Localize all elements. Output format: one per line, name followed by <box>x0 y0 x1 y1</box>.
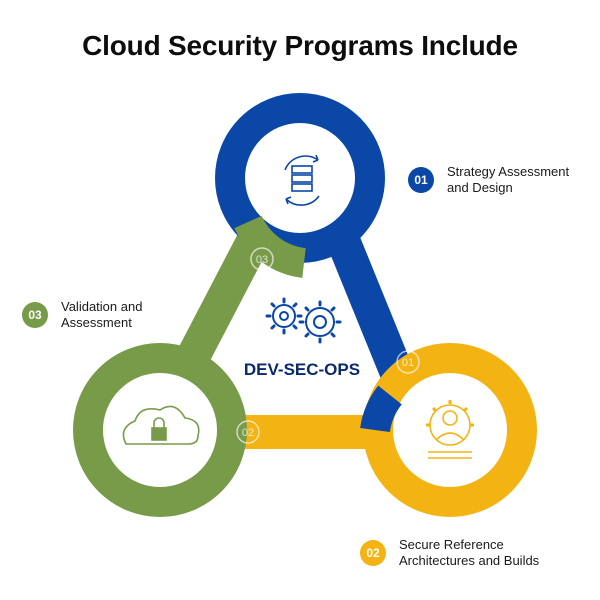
green-overlap <box>234 215 307 278</box>
callout-badge: 01 <box>408 167 434 193</box>
blue-overlap <box>360 385 403 433</box>
center-label: DEV-SEC-OPS <box>244 360 360 379</box>
page-title: Cloud Security Programs Include <box>82 30 518 61</box>
gears-icon <box>265 297 342 344</box>
svg-text:03: 03 <box>256 254 268 266</box>
callout-badge: 03 <box>22 302 48 328</box>
segment-number-03: 03 <box>250 247 274 271</box>
segment-number-02: 02 <box>236 420 260 444</box>
svg-text:01: 01 <box>402 357 414 369</box>
server-sync-icon <box>284 154 320 206</box>
callout-badge: 02 <box>360 540 386 566</box>
node-ring-02 <box>363 343 537 517</box>
gear-person-icon <box>426 400 474 459</box>
cloud-lock-icon <box>122 405 200 445</box>
svg-text:02: 02 <box>242 427 254 439</box>
segment-number-01: 01 <box>396 350 420 374</box>
